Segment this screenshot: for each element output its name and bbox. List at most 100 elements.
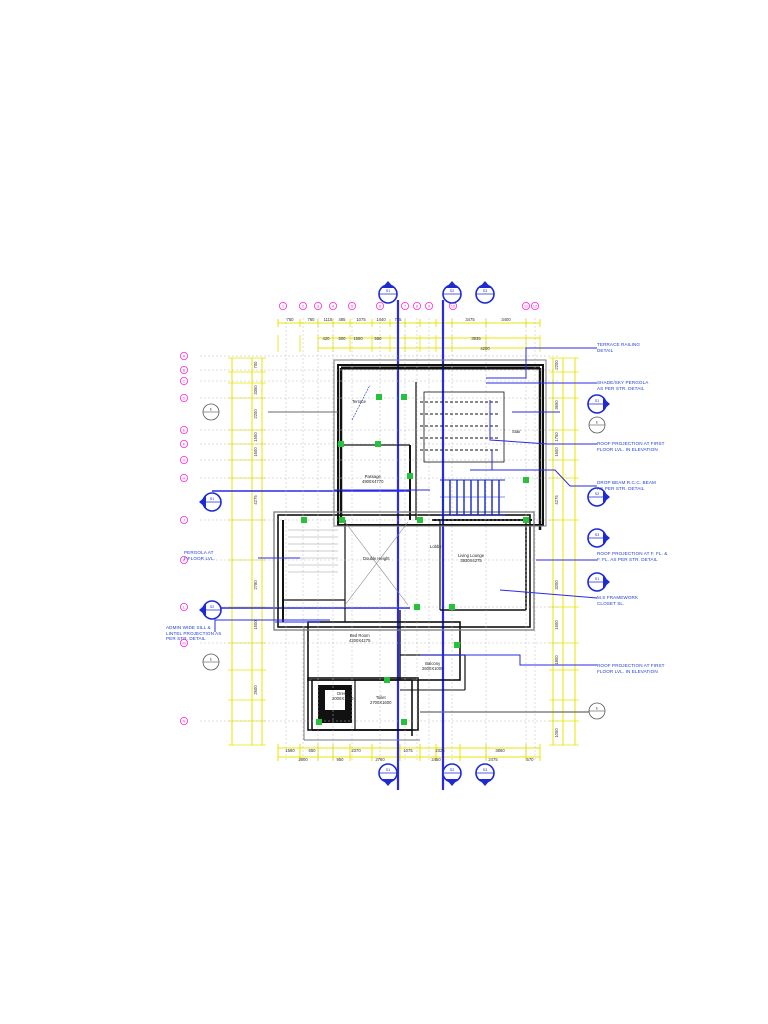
dimension-label-top-2: 3935	[471, 336, 481, 341]
grid-marker-left	[179, 393, 188, 402]
dimension-lines	[228, 319, 579, 761]
structural-column	[316, 719, 322, 725]
leader-terrace-railing	[486, 347, 597, 379]
dimension-label-top-2: 420	[323, 336, 331, 341]
grid-marker-top-label: 12	[533, 304, 538, 309]
dimension-label-top: 760	[308, 317, 316, 322]
grid-marker-top	[328, 301, 337, 310]
annotation-leaders	[214, 347, 598, 666]
grid-marker-left-label: M	[182, 641, 185, 646]
grid-marker-top	[412, 301, 421, 310]
section-marker-arrow	[603, 532, 610, 544]
section-marker-arrow	[382, 779, 394, 786]
dimension-label-left: 700	[253, 361, 258, 369]
dimension-label-bottom-2: 2475	[488, 757, 498, 762]
grid-marker-top-label: 1	[282, 304, 285, 309]
leader-aux	[491, 450, 530, 471]
section-marker-label: S3	[483, 768, 487, 772]
grid-marker-left	[179, 376, 188, 385]
section-marker-label: S2	[595, 492, 599, 496]
dimension-label-bottom: 650	[309, 748, 317, 753]
structural-column	[523, 477, 529, 483]
section-marker-label: S3	[595, 533, 599, 537]
grid-marker-left-label: K	[183, 558, 186, 563]
dimension-label-bottom-2: 2600	[298, 757, 308, 762]
dimension-label-top-2: 1550	[353, 336, 363, 341]
elevation-marker-right-2: E	[588, 702, 606, 720]
dimension-label-right: 2200	[554, 360, 559, 370]
grid-marker-left-label: G	[182, 458, 185, 463]
grid-marker-top-label: 3	[317, 304, 320, 309]
grid-marker-left	[179, 365, 188, 374]
grid-marker-top	[424, 301, 433, 310]
structural-column	[417, 517, 423, 523]
dimension-label-bottom-2: 2450	[431, 757, 441, 762]
dimension-label-bottom: 1075	[403, 748, 413, 753]
section-marker-arrow	[382, 281, 394, 288]
grid-marker-top	[347, 301, 356, 310]
grid-marker-top-label: 7	[404, 304, 407, 309]
dimension-label-left: 3350	[253, 385, 258, 395]
dimension-label-right: 1750	[554, 432, 559, 442]
double-height-cross	[344, 521, 409, 606]
structural-column	[384, 677, 390, 683]
section-marker-label: S2	[450, 289, 454, 293]
grid-marker-top	[522, 301, 531, 310]
dimension-label-right: 1500	[554, 620, 559, 630]
dimension-label-right: 1600	[554, 447, 559, 457]
leader-roof-projection	[489, 400, 597, 445]
section-marker-bottom-1: S1	[378, 763, 398, 786]
grid-marker-left	[179, 717, 188, 726]
dimension-label-bottom: 2325	[435, 748, 445, 753]
dimension-label-bottom: 2370	[351, 748, 361, 753]
grid-marker-left-label: C	[183, 379, 186, 384]
dimension-label-top: 1115	[324, 317, 333, 322]
dimension-label-right: 1800	[554, 655, 559, 665]
grid-marker-left	[179, 639, 188, 648]
dimension-label-right: 4275	[554, 495, 559, 505]
leader-ms-frame	[499, 589, 598, 599]
section-marker-top-2: S2	[442, 281, 462, 304]
section-marker-arrow	[603, 398, 610, 410]
dimension-label-top: 485	[339, 317, 347, 322]
dimension-label-bottom: 3860	[495, 748, 505, 753]
room-label-lobby: Lobby	[430, 544, 442, 549]
grid-marker-left-label: N	[183, 719, 186, 724]
elevation-marker-label: E	[596, 707, 599, 711]
dimension-label-right: 1050	[554, 728, 559, 738]
grid-marker-left	[179, 473, 188, 482]
structural-column	[523, 517, 529, 523]
structural-column	[376, 394, 382, 400]
structural-column	[339, 517, 345, 523]
room-label-double-height: Double Height	[363, 556, 390, 561]
elevation-marker-label: E	[596, 421, 599, 425]
grid-marker-top-label: 10	[451, 304, 456, 309]
section-marker-arrow	[603, 491, 610, 503]
dimension-label-left: 1550	[253, 432, 258, 442]
grid-marker-left-label: J	[183, 518, 185, 523]
dimension-label-left: 2200	[253, 409, 258, 419]
section-marker-label: S2	[450, 768, 454, 772]
grid-marker-left-label: E	[183, 428, 186, 433]
dimension-label-left: 1600	[253, 447, 258, 457]
section-marker-left-2: S2	[199, 600, 222, 620]
section-marker-label: S1	[210, 497, 214, 501]
dimension-label-left: 1500	[253, 620, 258, 630]
section-marker-label: S1	[386, 289, 390, 293]
dimension-label-left: 2600	[253, 685, 258, 695]
section-marker-arrow	[446, 779, 458, 786]
structural-column	[375, 441, 381, 447]
annotation-roof-projection-ffl: ROOF PROJECTION AT F. FL. &F. FL. AS PER…	[597, 551, 668, 562]
structural-column	[401, 394, 407, 400]
section-marker-top-1: S1	[378, 281, 398, 304]
